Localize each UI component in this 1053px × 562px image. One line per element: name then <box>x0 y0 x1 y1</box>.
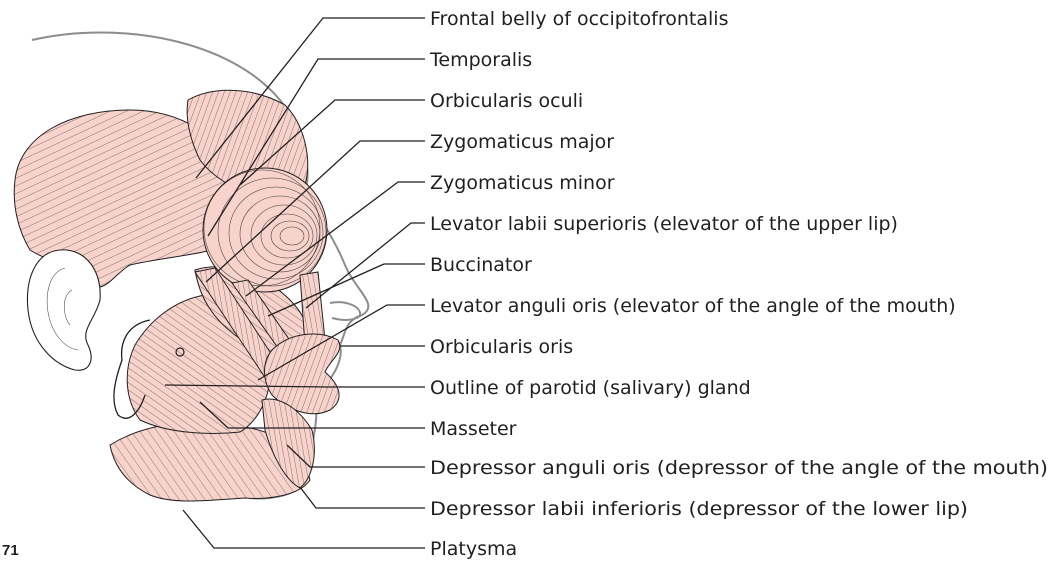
label-platysma: Platysma <box>430 538 517 560</box>
label-zygomaticus-major: Zygomaticus major <box>430 131 614 153</box>
label-orbicularis-oculi: Orbicularis oculi <box>430 90 583 112</box>
label-depressor-labii-inferioris: Depressor labii inferioris (depressor of… <box>430 498 968 520</box>
label-masseter: Masseter <box>430 418 517 440</box>
label-levator-anguli-oris: Levator anguli oris (elevator of the ang… <box>430 295 956 317</box>
ear-illustration <box>27 250 100 370</box>
nose-outline <box>330 302 360 320</box>
label-buccinator: Buccinator <box>430 254 532 276</box>
label-parotid-gland: Outline of parotid (salivary) gland <box>430 377 751 399</box>
figure-number: 71 <box>2 542 19 559</box>
label-zygomaticus-minor: Zygomaticus minor <box>430 172 615 194</box>
label-temporalis: Temporalis <box>429 49 532 71</box>
label-orbicularis-oris: Orbicularis oris <box>430 336 573 358</box>
label-frontal-belly: Frontal belly of occipitofrontalis <box>430 8 728 30</box>
label-levator-labii-superioris: Levator labii superioris (elevator of th… <box>430 213 898 235</box>
label-depressor-anguli-oris: Depressor anguli oris (depressor of the … <box>430 457 1048 479</box>
